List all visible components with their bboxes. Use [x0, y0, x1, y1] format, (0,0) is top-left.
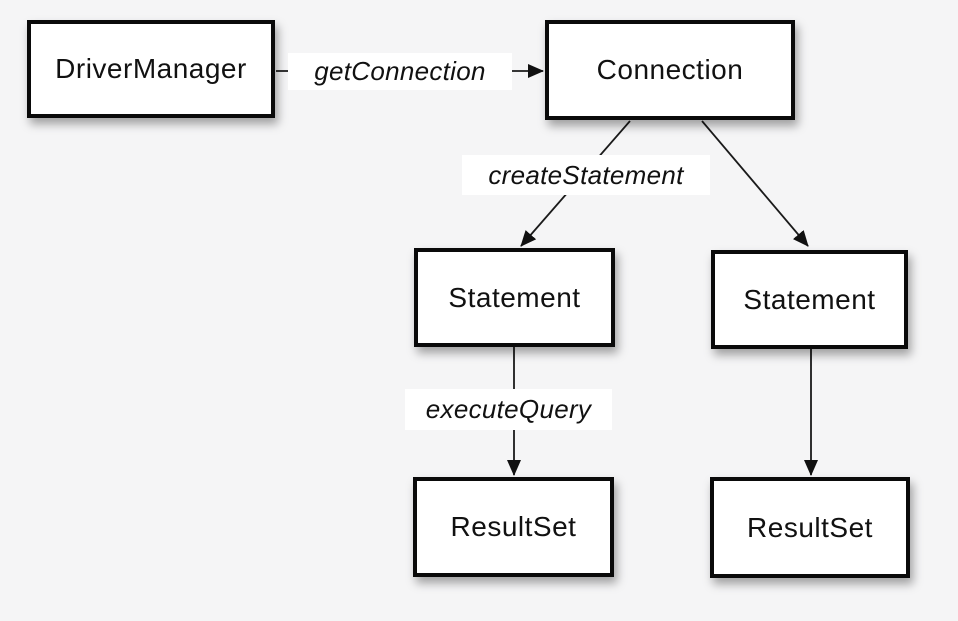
- node-connection: Connection: [545, 20, 795, 120]
- node-resultset-right: ResultSet: [710, 477, 910, 578]
- edge-label-getconnection: getConnection: [288, 53, 512, 90]
- node-statement-right: Statement: [711, 250, 908, 349]
- edge-label-executequery: executeQuery: [405, 389, 612, 430]
- node-drivermanager: DriverManager: [27, 20, 275, 118]
- node-resultset-left: ResultSet: [413, 477, 614, 577]
- edge-label-createstatement: createStatement: [462, 155, 710, 195]
- node-statement-left: Statement: [414, 248, 615, 347]
- connection-to-right-statement-arrow: [701, 120, 809, 247]
